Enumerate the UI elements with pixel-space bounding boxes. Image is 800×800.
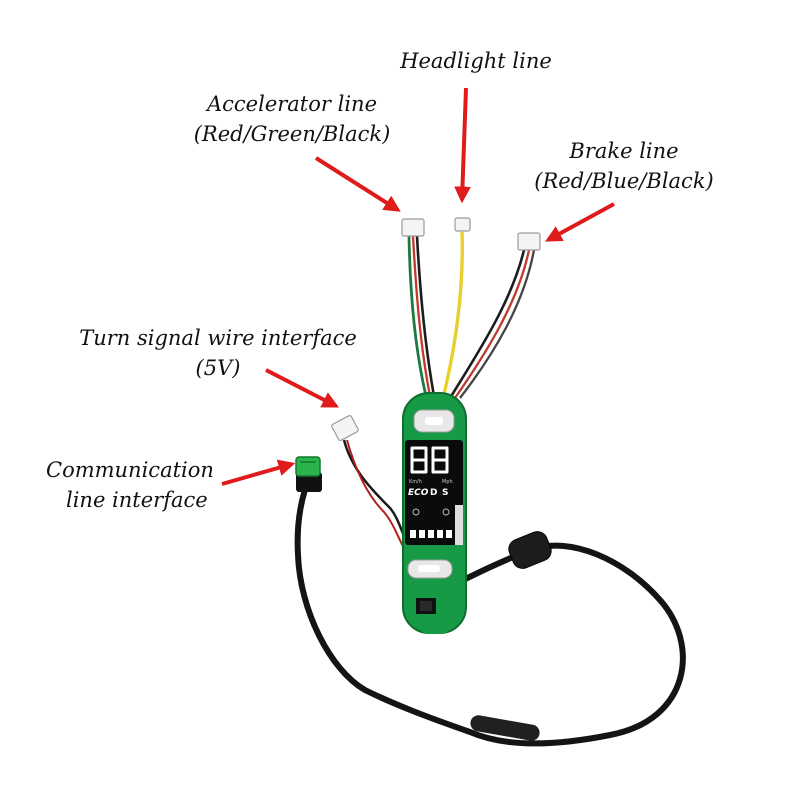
arrow-communication xyxy=(221,459,296,486)
label-brake-line: Brake line (Red/Blue/Black) xyxy=(534,136,713,196)
label-communication-1: Communication xyxy=(46,458,214,482)
label-communication-2: line interface xyxy=(66,488,208,512)
communication-connector xyxy=(295,456,322,492)
label-turn-signal: Turn signal wire interface (5V) xyxy=(79,323,357,383)
mode-eco: ECO xyxy=(408,488,429,498)
mode-s: S xyxy=(442,488,449,498)
label-turn-signal-2: (5V) xyxy=(195,356,241,380)
mode-d: D xyxy=(430,488,438,498)
headlight-connector xyxy=(454,217,471,232)
label-headlight-line: Headlight line xyxy=(400,46,552,76)
ferrite-bead xyxy=(508,531,552,569)
label-accelerator-line-2: (Red/Green/Black) xyxy=(193,122,391,146)
arrow-turn-signal xyxy=(265,368,339,408)
turn-signal-wire-red xyxy=(346,439,407,553)
speed-unit-mph: Mph xyxy=(442,479,453,485)
turn-signal-connector xyxy=(331,414,359,442)
label-brake-line-1: Brake line xyxy=(569,139,679,163)
speed-unit-kmh: Km/h xyxy=(409,479,423,485)
label-accelerator-line: Accelerator line (Red/Green/Black) xyxy=(194,89,391,149)
arrow-brake xyxy=(545,202,615,242)
main-cable xyxy=(294,473,686,747)
label-accelerator-line-1: Accelerator line xyxy=(206,92,377,116)
brake-connector xyxy=(517,232,541,251)
turn-signal-wire-black xyxy=(342,439,412,549)
cable-sleeve xyxy=(470,715,540,741)
accelerator-connector xyxy=(401,218,425,237)
arrow-headlight xyxy=(454,87,471,204)
label-turn-signal-1: Turn signal wire interface xyxy=(79,326,357,350)
arrow-accelerator xyxy=(314,156,401,212)
label-brake-line-2: (Red/Blue/Black) xyxy=(534,169,714,193)
label-communication: Communication line interface xyxy=(46,455,214,515)
dashboard-pcb xyxy=(402,392,467,634)
label-headlight-line-1: Headlight line xyxy=(400,49,552,73)
